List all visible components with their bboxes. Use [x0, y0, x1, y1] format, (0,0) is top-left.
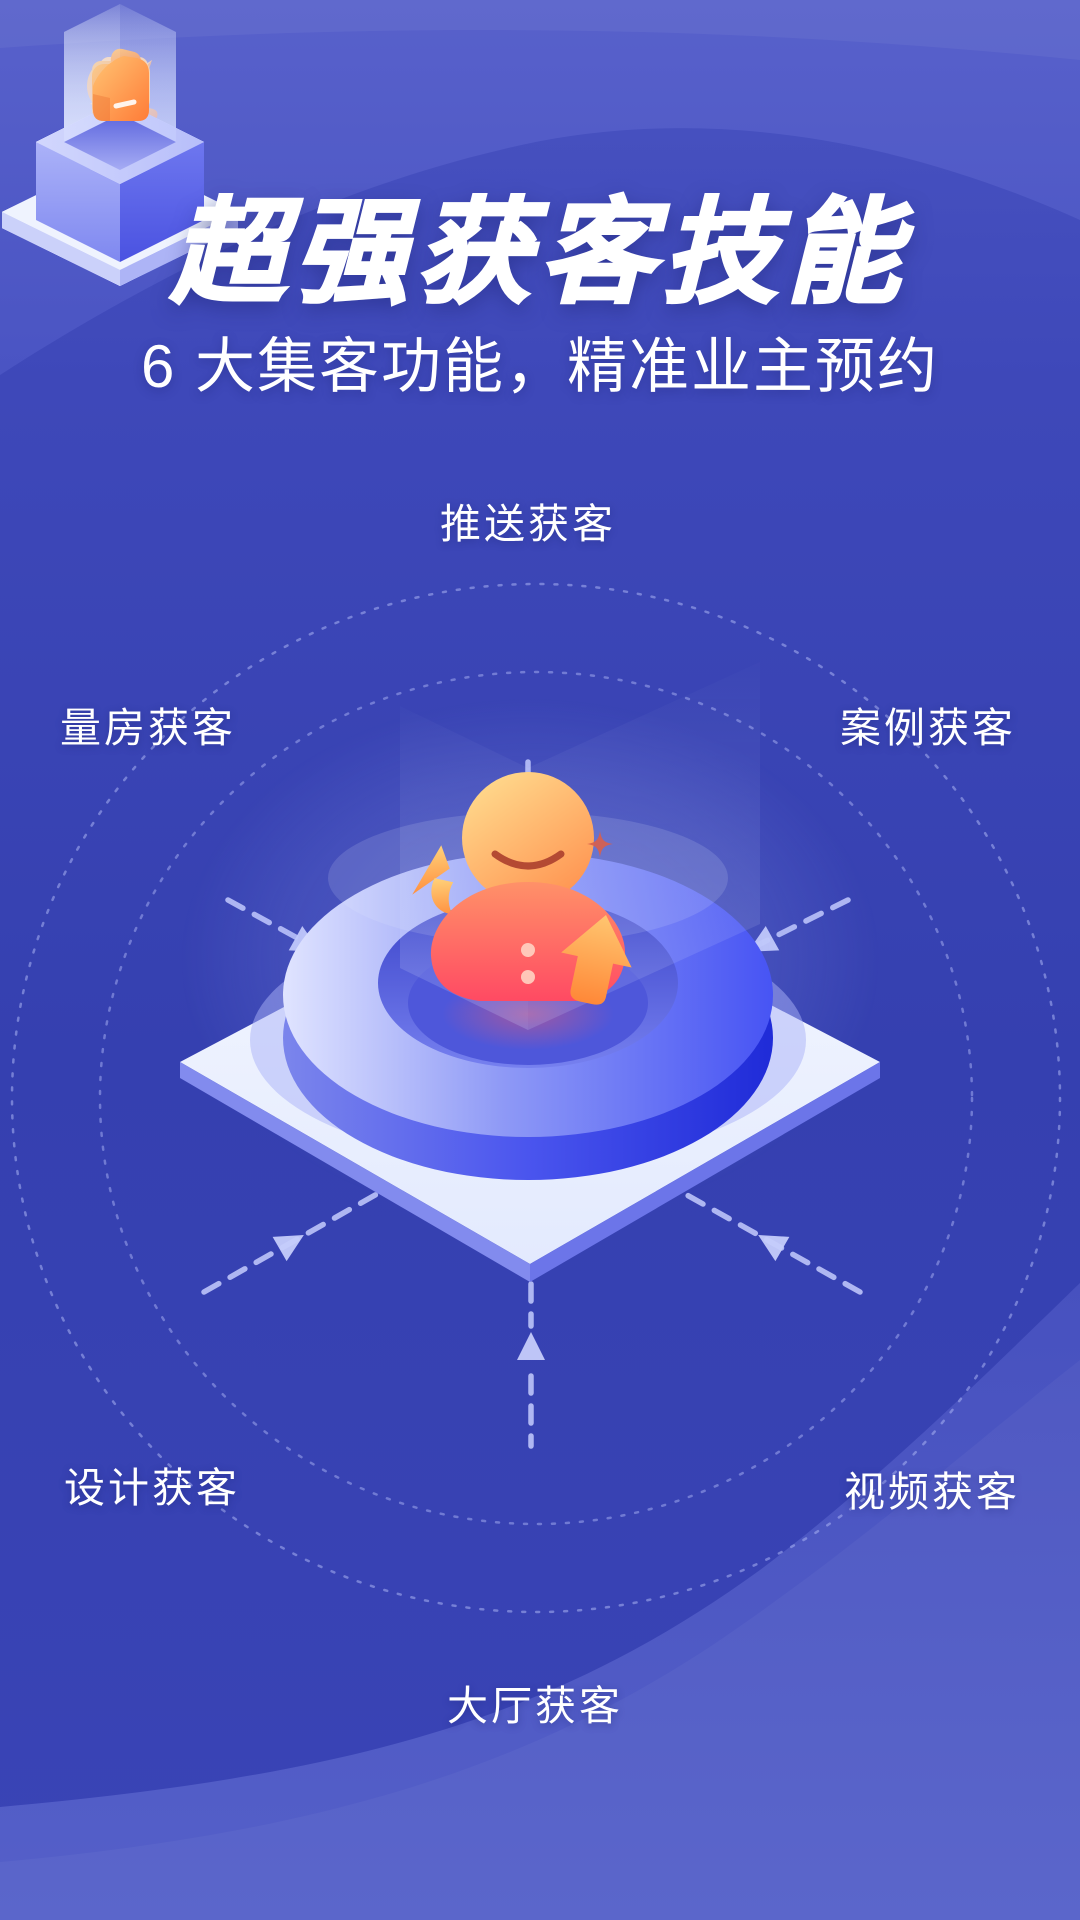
platform-side-right: [530, 1062, 880, 1282]
node-label-design: 设计获客: [64, 1465, 240, 1511]
bottom-highlight-wave: [0, 1360, 1080, 1920]
page-subtitle: 6 大集客功能，精准业主预约: [140, 333, 940, 400]
node-label-video: 视频获客: [844, 1469, 1020, 1515]
node-label-hall: 大厅获客: [447, 1683, 623, 1729]
top-wave: [0, 0, 1080, 375]
outer-dashed-ring: [10, 582, 1062, 1614]
small-arrow-icon: [412, 845, 454, 915]
node-label-case: 案例获客: [840, 705, 1016, 751]
platform-side-left: [180, 1062, 530, 1282]
big-arrow-icon: [561, 915, 632, 1005]
node-label-push: 推送获客: [440, 501, 616, 547]
node-label-measure: 量房获客: [60, 705, 236, 751]
sparkle-icon: [587, 831, 613, 857]
center-platform: [180, 662, 880, 1282]
inner-dashed-ring: [98, 670, 974, 1526]
top-highlight-wave: [0, 0, 1080, 60]
bottom-wave: [0, 1283, 1080, 1920]
page-title: 超强获客技能: [169, 189, 909, 319]
